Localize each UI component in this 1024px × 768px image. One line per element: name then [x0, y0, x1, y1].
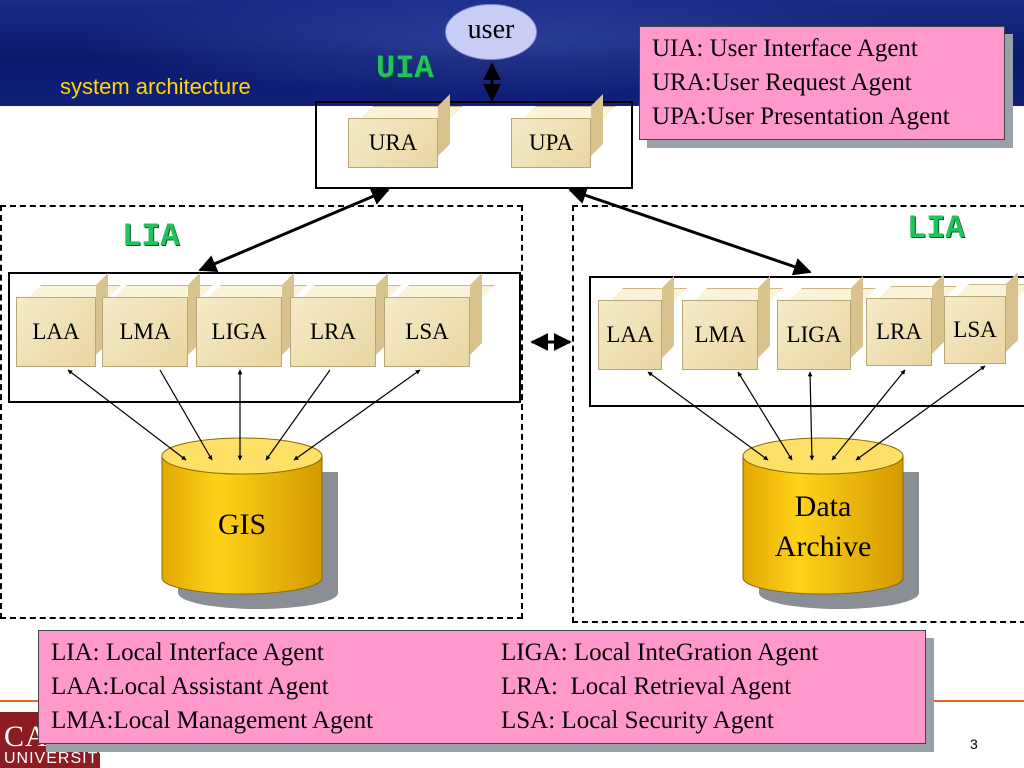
legend-top-line: UPA:User Presentation Agent	[652, 103, 950, 130]
legend-top-line: UIA: User Interface Agent	[652, 35, 918, 62]
agent-box-lsa: LSA	[944, 272, 1024, 364]
agent-box-laa: LAA	[598, 276, 687, 370]
legend-bottom-line: LIA: Local Interface Agent	[51, 639, 324, 666]
legend-top: UIA: User Interface Agent URA:User Reque…	[639, 26, 1005, 140]
gis-links	[67, 369, 421, 461]
legend-bottom-line: LSA: Local Security Agent	[501, 707, 774, 734]
agent-label: LMA	[682, 300, 758, 370]
agent-box-upa: UPA	[511, 94, 616, 168]
archive-links	[647, 365, 986, 461]
agent-label: LIGA	[777, 300, 851, 370]
legend-top-line: URA:User Request Agent	[652, 69, 912, 96]
uia-frame	[315, 101, 633, 189]
agent-label: UPA	[511, 118, 591, 168]
agent-box-liga: LIGA	[196, 273, 307, 367]
legend-bottom-line: LRA: Local Retrieval Agent	[501, 673, 792, 700]
data-archive-label-line2: Archive	[774, 530, 872, 563]
agent-box-ura: URA	[348, 94, 463, 168]
main-arrows	[198, 62, 812, 351]
legend-bottom-line: LIGA: Local InteGration Agent	[501, 639, 819, 666]
uia-label: UIA	[376, 50, 434, 87]
agent-box-liga: LIGA	[777, 276, 876, 370]
lia-left-label: LIA	[122, 218, 180, 255]
agent-label: LSA	[384, 297, 470, 367]
gis-database-icon	[161, 437, 338, 609]
lia-left-agent-frame	[8, 272, 521, 403]
agent-box-lsa: LSA	[384, 273, 495, 367]
slide-subtitle: system architecture	[60, 74, 251, 99]
agent-box-lma: LMA	[682, 276, 783, 370]
logo-text-line2: UNIVERSITY	[4, 750, 100, 767]
agent-box-lma: LMA	[102, 273, 213, 367]
agent-label: LMA	[102, 297, 188, 367]
agent-box-lra: LRA	[866, 274, 957, 366]
agent-label: LRA	[290, 297, 376, 367]
lia-right-agent-frame	[589, 276, 1024, 407]
page-number: 3	[970, 736, 978, 752]
agent-box-laa: LAA	[16, 273, 121, 367]
agent-label: LAA	[598, 300, 662, 370]
agent-label: URA	[348, 118, 438, 168]
lia-right-label: LIA	[907, 210, 965, 247]
agent-label: LAA	[16, 297, 96, 367]
agent-label: LIGA	[196, 297, 282, 367]
agent-label: LSA	[944, 296, 1006, 364]
legend-bottom-line: LMA:Local Management Agent	[51, 707, 374, 734]
legend-bottom: LIA: Local Interface Agent LAA:Local Ass…	[38, 630, 926, 744]
data-archive-database-icon	[742, 437, 919, 609]
data-archive-label-line1: Data	[794, 490, 852, 523]
legend-bottom-line: LAA:Local Assistant Agent	[51, 673, 329, 700]
agent-box-lra: LRA	[290, 273, 401, 367]
gis-label: GIS	[217, 508, 267, 541]
user-bubble: user	[445, 4, 537, 60]
agent-label: LRA	[866, 298, 932, 366]
